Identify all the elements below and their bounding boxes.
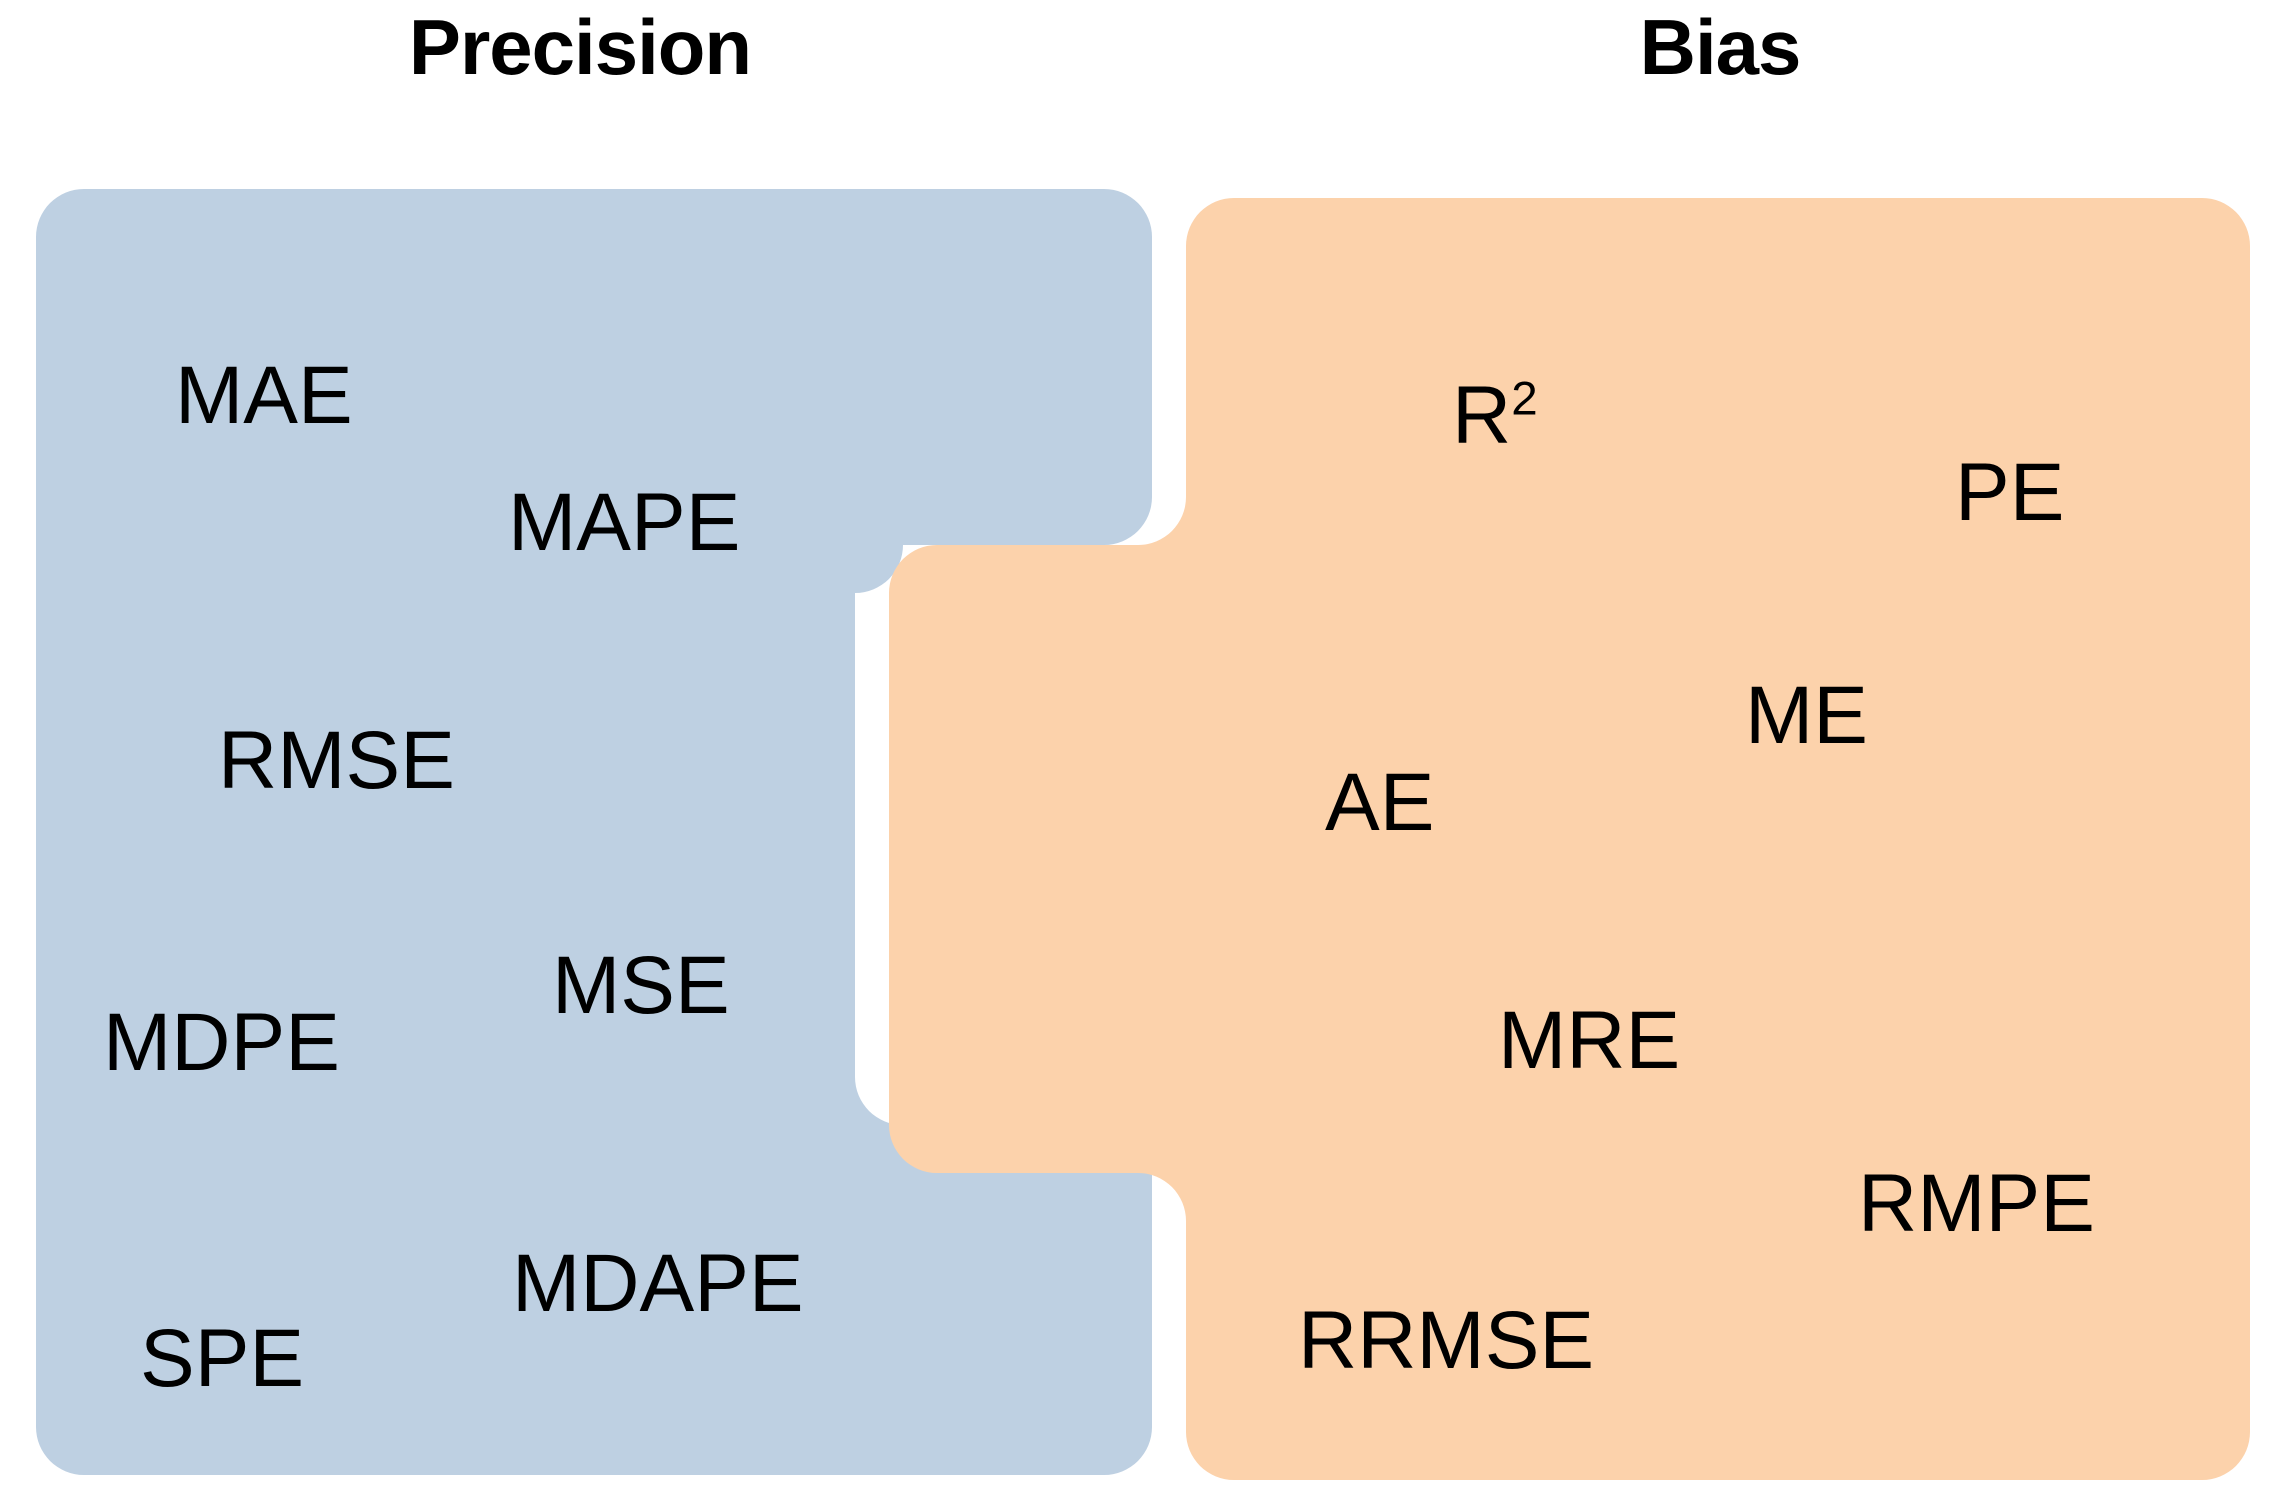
- precision-panel-shape[interactable]: [36, 189, 1152, 1475]
- metric-label-rmse: RMSE: [218, 715, 455, 806]
- group-title-bias: Bias: [1639, 3, 1802, 91]
- bias-panel-shape[interactable]: [889, 198, 2250, 1480]
- metric-label-me: ME: [1745, 670, 1868, 761]
- metric-label-r-squared: R2: [1452, 375, 1538, 457]
- group-title-precision: Precision: [408, 3, 752, 91]
- metric-label-r-squared-base: R: [1452, 370, 1512, 461]
- metric-label-mdape: MDAPE: [512, 1238, 804, 1329]
- metric-label-mdpe: MDPE: [103, 997, 340, 1088]
- metric-label-ae: AE: [1325, 757, 1435, 848]
- metric-label-mae: MAE: [175, 350, 353, 441]
- metric-label-mse: MSE: [552, 940, 730, 1031]
- metric-label-rmpe: RMPE: [1858, 1158, 2095, 1249]
- metric-label-pe: PE: [1955, 447, 2065, 538]
- metric-label-r-squared-exponent: 2: [1511, 372, 1538, 426]
- metric-label-spe: SPE: [140, 1313, 305, 1404]
- metric-label-mre: MRE: [1498, 995, 1681, 1086]
- metric-label-mape: MAPE: [508, 477, 741, 568]
- metric-label-rrmse: RRMSE: [1298, 1295, 1595, 1386]
